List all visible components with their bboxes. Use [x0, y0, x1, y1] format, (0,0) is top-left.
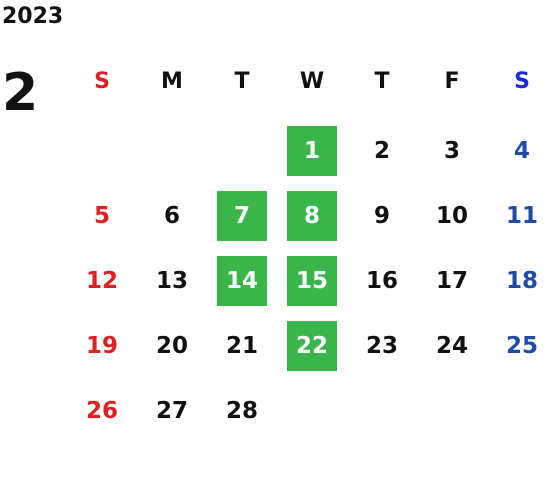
day-cell[interactable]: 26 [67, 378, 137, 443]
day-cell[interactable]: 5 [67, 183, 137, 248]
weekday-header-row: S M T W T F S [67, 64, 548, 100]
day-cell[interactable]: 3 [417, 118, 487, 183]
day-number: 12 [85, 267, 118, 294]
day-number: 23 [365, 332, 398, 359]
empty-cell [137, 118, 207, 183]
day-number: 6 [163, 202, 180, 229]
day-number: 21 [225, 332, 258, 359]
empty-cell [67, 118, 137, 183]
day-cell[interactable]: 11 [487, 183, 548, 248]
day-cell[interactable]: 17 [417, 248, 487, 313]
day-number: 13 [155, 267, 188, 294]
day-cell[interactable]: 15 [277, 248, 347, 313]
day-number: 28 [225, 397, 258, 424]
day-cell[interactable]: 18 [487, 248, 548, 313]
day-cell[interactable]: 2 [347, 118, 417, 183]
day-number: 20 [155, 332, 188, 359]
day-cell[interactable]: 22 [277, 313, 347, 378]
day-cell[interactable]: 4 [487, 118, 548, 183]
empty-cell [207, 118, 277, 183]
day-cell[interactable]: 19 [67, 313, 137, 378]
day-cell[interactable]: 25 [487, 313, 548, 378]
year-label: 2023 [2, 4, 64, 29]
weekday-thursday: T [374, 69, 390, 94]
day-cell[interactable]: 9 [347, 183, 417, 248]
day-cell[interactable]: 23 [347, 313, 417, 378]
highlighted-day-number: 1 [287, 125, 337, 176]
day-number: 19 [85, 332, 118, 359]
day-cell[interactable]: 7 [207, 183, 277, 248]
day-number: 4 [513, 137, 530, 164]
weekday-saturday: S [514, 69, 530, 94]
day-number: 25 [505, 332, 538, 359]
weekday-tuesday: T [234, 69, 250, 94]
day-number: 26 [85, 397, 118, 424]
day-number: 27 [155, 397, 188, 424]
day-number: 16 [365, 267, 398, 294]
day-cell[interactable]: 21 [207, 313, 277, 378]
day-number: 17 [435, 267, 468, 294]
month-label: 2 [2, 63, 39, 123]
day-cell[interactable]: 27 [137, 378, 207, 443]
day-cell[interactable]: 1 [277, 118, 347, 183]
day-number: 2 [373, 137, 390, 164]
weekday-friday: F [444, 69, 460, 94]
day-number: 18 [505, 267, 538, 294]
day-number: 5 [93, 202, 110, 229]
day-cell[interactable]: 24 [417, 313, 487, 378]
day-cell[interactable]: 13 [137, 248, 207, 313]
day-number: 3 [443, 137, 460, 164]
day-cell[interactable]: 10 [417, 183, 487, 248]
day-cell[interactable]: 8 [277, 183, 347, 248]
day-number: 11 [505, 202, 538, 229]
highlighted-day-number: 14 [217, 255, 267, 306]
day-cell[interactable]: 20 [137, 313, 207, 378]
weekday-monday: M [161, 69, 183, 94]
day-cell[interactable]: 12 [67, 248, 137, 313]
weekday-wednesday: W [299, 69, 325, 94]
highlighted-day-number: 7 [217, 190, 267, 241]
highlighted-day-number: 22 [287, 320, 337, 371]
day-number: 24 [435, 332, 468, 359]
day-cell[interactable]: 14 [207, 248, 277, 313]
day-number: 9 [373, 202, 390, 229]
day-cell[interactable]: 28 [207, 378, 277, 443]
day-cell[interactable]: 16 [347, 248, 417, 313]
day-number: 10 [435, 202, 468, 229]
highlighted-day-number: 8 [287, 190, 337, 241]
day-cell[interactable]: 6 [137, 183, 207, 248]
weekday-sunday: S [94, 69, 110, 94]
highlighted-day-number: 15 [287, 255, 337, 306]
